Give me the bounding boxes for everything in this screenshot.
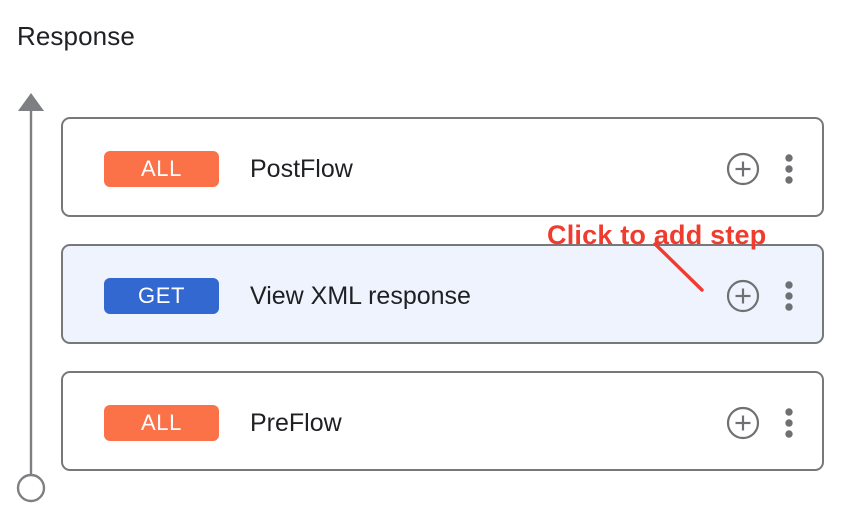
plus-circle-icon[interactable] [726, 406, 760, 440]
flow-steps-list: ALL PostFlow [61, 117, 824, 498]
plus-circle-icon[interactable] [726, 279, 760, 313]
more-vertical-icon[interactable] [778, 152, 800, 186]
flow-row-actions [726, 406, 800, 440]
badge-get: GET [104, 278, 219, 314]
badge-all: ALL [104, 405, 219, 441]
circle-endpoint-icon [16, 473, 46, 503]
flow-row-label: PreFlow [250, 409, 342, 437]
plus-circle-icon[interactable] [726, 152, 760, 186]
flow-row-label: View XML response [250, 282, 471, 310]
badge-all: ALL [104, 151, 219, 187]
page-title: Response [17, 21, 135, 51]
flow-direction-timeline [12, 85, 54, 505]
flow-row-postflow[interactable]: ALL PostFlow [61, 117, 824, 217]
flow-row-actions [726, 279, 800, 313]
more-vertical-icon[interactable] [778, 406, 800, 440]
flow-row-preflow[interactable]: ALL PreFlow [61, 371, 824, 471]
flow-row-view-xml-response[interactable]: GET View XML response [61, 244, 824, 344]
arrow-up-icon [18, 93, 44, 111]
more-vertical-icon[interactable] [778, 279, 800, 313]
flow-row-label: PostFlow [250, 155, 353, 183]
flow-row-actions [726, 152, 800, 186]
timeline-graphic [16, 93, 46, 503]
